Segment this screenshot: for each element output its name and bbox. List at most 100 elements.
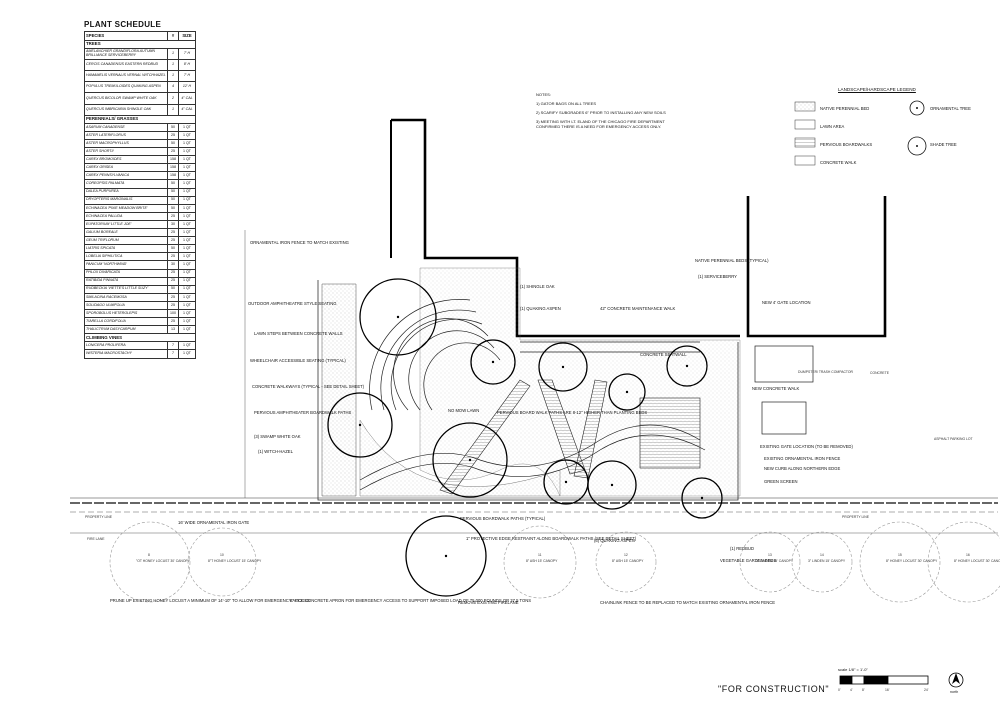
existing-tree-number: 15 [898,553,902,557]
concrete-walks [359,341,814,491]
existing-tree-label: 8" HONEY LOCUST 30' CANOPY [886,559,938,563]
scale-tick-24: 24' [924,688,929,692]
callout-no-mow: NO MOW LAWN [448,408,479,413]
callout-honey-locust: PRUNE UP EXISTING HONEY LOCUST A MINIMUM… [110,598,310,603]
label-asphalt: ASPHALT PARKING LOT [934,437,973,441]
tree-centers [358,315,704,558]
callout-existing-gate: EXISTING GATE LOCATION (TO BE REMOVED) [760,444,853,449]
existing-tree-label: 3" LINDEN 15' CANOPY [808,559,846,563]
legend-title: LANDSCAPE/HARDSCAPE LEGEND [838,87,916,92]
legend-swatches [794,100,927,166]
plan-callouts: ORNAMENTAL IRON FENCE TO MATCH EXISTING … [85,240,973,605]
callout-concrete-walkways: CONCRETE WALKWAYS (TYPICAL - SEE DETAIL … [252,384,365,389]
north-label: north [950,690,959,694]
callout-pervious-higher: PERVIOUS BOARD WALK PATHS ARE 8-12" HIGH… [497,410,647,415]
boardwalk-paths [439,379,701,495]
schedule-row: AMELANCHIER GRANDIFLORA AUTUMN BRILLIANC… [84,47,196,60]
callout-pervious-paths: PERVIOUS BOARDWALK PATHS (TYPICAL) [460,516,546,521]
label-concrete: CONCRETE [870,371,890,375]
callout-quaking-top: (1) QUAKING ASPEN [520,306,561,311]
existing-tree-number: 16 [966,553,970,557]
callout-protective: 1" PROTECTIVE EDGE RESTRAINT ALONG BOARD… [466,536,637,541]
existing-tree-label: 3" LINDEN 15' CANOPY [756,559,794,563]
callout-new-curb: NEW CURB ALONG NORTHERN EDGE [764,466,840,471]
existing-tree-number: 14 [820,553,824,557]
callout-new-concrete: NEW CONCRETE WALK [752,386,800,391]
callout-redbud: (1) REDBUD [730,546,754,551]
label-property-line-west: PROPERTY LINE [85,515,113,519]
callout-quaking-3: (3) QUAKING ASPEN [594,538,635,543]
callout-chainlink: CHAINLINK FENCE TO BE REPLACED TO MATCH … [600,600,775,605]
scale-tick-16: 16' [885,688,890,692]
notes-block: NOTES: 1) GATOR BAGS ON ALL TREES 2) SCA… [536,92,676,133]
label-fire-lane: FIRE LANE [87,537,105,541]
note-3: 3) MEETING WITH LT. ELAND OF THE CHICAGO… [536,119,665,129]
existing-tree-number: 13 [768,553,772,557]
existing-tree-label: 8" ASH 15' CANOPY [612,559,644,563]
scale-bar [839,675,929,685]
existing-tree-number: 10 [220,553,224,557]
callout-witch-hazel: (1) WITCH-HAZEL [258,449,294,454]
notes-title: NOTES: [536,92,551,97]
legend-pervious: PERVIOUS BOARDWALKS [820,142,873,147]
existing-tree-label: 8"T HONEY LOCUST 15' CANOPY [208,559,262,563]
callout-amphitheatre: OUTDOOR AMPHITHEATRE STYLE SEATING [248,301,337,306]
callout-serviceberry: (1) SERVICEBERRY [698,274,737,279]
building-outlines [391,118,887,338]
callout-existing-fence: EXISTING ORNAMENTAL IRON FENCE [764,456,841,461]
callout-pcc-apron: 8" PCC CONCRETE APRON FOR EMERGENCY ACCE… [290,598,531,603]
callout-gate-location: NEW 4' GATE LOCATION [762,300,811,305]
schedule-size: 1 QT [178,349,196,359]
existing-tree-number: 8 [148,553,150,557]
callout-iron-fence: ORNAMENTAL IRON FENCE TO MATCH EXISTING [250,240,349,245]
scale-label: scale 1/8" = 1'-0" [838,667,868,672]
legend-ornamental-tree: ORNAMENTAL TREE [930,106,971,111]
callout-pervious-amph: PERVIOUS AMPHITHEATER BOARDWALK PATHS [254,410,351,415]
existing-tree-label: 8" HONEY LOCUST 30' CANOPY [954,559,1000,563]
scale-tick-8: 8' [862,688,865,692]
existing-tree-label: "OT HONEY LOCUST 30' CANOPY [136,559,191,563]
scale-tick-4: 4' [850,688,853,692]
callout-shingle-oak: (1) SHINGLE OAK [520,284,555,289]
existing-tree-canopy [739,531,801,593]
existing-tree-number: 11 [538,553,542,557]
label-dumpster: DUMPSTER/ TRASH COMPACTOR [798,370,854,374]
callout-veg-beds: VEGETABLE GARDEN BEDS [720,558,776,563]
scale-tick-0: 0' [838,688,841,692]
note-2: 2) SCARIFY SUBGRADES 6" PRIOR TO INSTALL… [536,110,666,115]
existing-tree-canopy [859,521,941,603]
existing-tree-number: 12 [624,553,628,557]
plant-schedule-title: PLANT SCHEDULE [84,20,162,29]
legend-native-bed: NATIVE PERENNIAL BED [820,106,870,111]
note-1: 1) GATOR BAGS ON ALL TREES [536,101,597,106]
label-property-line-east: PROPERTY LINE [842,515,870,519]
callout-swamp-oak: (3) SWAMP WHITE OAK [254,434,301,439]
legend-shade-tree: SHADE TREE [930,142,957,147]
existing-tree-canopy [109,521,191,603]
shade-trees [327,278,723,597]
legend-concrete: CONCRETE WALK [820,160,857,165]
existing-tree-canopy [503,525,577,599]
for-construction-stamp: "FOR CONSTRUCTION" [718,684,830,694]
callout-gate-16: 16' WIDE ORNAMENTAL IRON GATE [178,520,249,525]
callout-seatwall: CONCRETE SEATWALL [640,352,687,357]
callout-wheelchair: WHEELCHAIR ACCESSIBLE SEATING (TYPICAL) [250,358,346,363]
callout-maint-walk: 42" CONCRETE MAINTENANCE WALK [600,306,676,311]
existing-tree-canopy [927,521,1000,603]
callout-fire-lane: REMOVE EXISTING FIRELANE [458,600,519,605]
existing-tree-canopy [187,527,257,597]
legend-lawn: LAWN AREA [820,124,845,129]
existing-street-trees: "OT HONEY LOCUST 30' CANOPY 8 8"T HONEY LO… [109,521,1000,603]
schedule-size: 4" CAL [178,103,196,116]
callout-green-screen: GREEN SCREEN [764,479,798,484]
existing-tree-canopy [791,531,853,593]
schedule-species: QUERCUS IMBRICARIA SHINGLE OAK [84,103,168,116]
callout-lawn-steps: LAWN STEPS BETWEEN CONCRETE WALLS [254,331,343,336]
callout-native-beds: NATIVE PERENNIAL BEDS (TYPICAL) [695,258,769,263]
scale-ticks: 0' 4' 8' 16' 24' [838,688,929,692]
